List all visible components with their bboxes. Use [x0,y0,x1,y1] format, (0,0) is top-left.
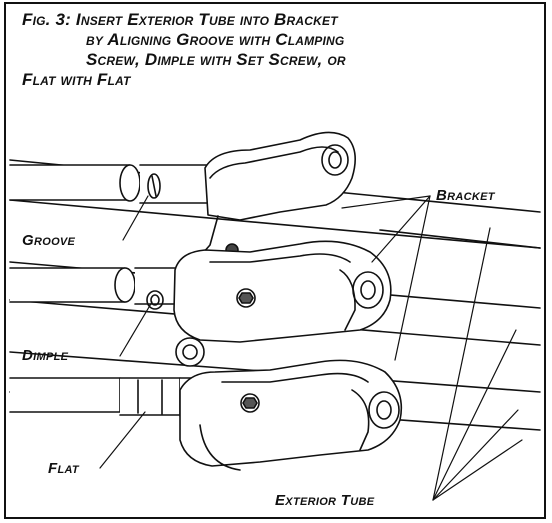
figure-caption: Fig. 3: Insert Exterior Tube into Bracke… [22,10,532,90]
caption-line-1: Fig. 3: Insert Exterior Tube into Bracke… [22,10,338,29]
label-flat: Flat [48,460,80,477]
lower-bracket [179,359,403,471]
upper-tube [9,164,216,204]
middle-bracket [173,240,392,367]
caption-line-4: Flat with Flat [22,70,131,89]
label-bracket: Bracket [436,187,496,204]
label-groove: Groove [22,232,76,249]
label-exterior-tube: Exterior Tube [275,492,375,509]
caption-line-2: by Aligning Groove with Clamping [86,30,345,49]
label-dimple: Dimple [22,347,69,364]
caption-line-3: Screw, Dimple with Set Screw, or [86,50,346,69]
leader-lines [99,195,523,501]
